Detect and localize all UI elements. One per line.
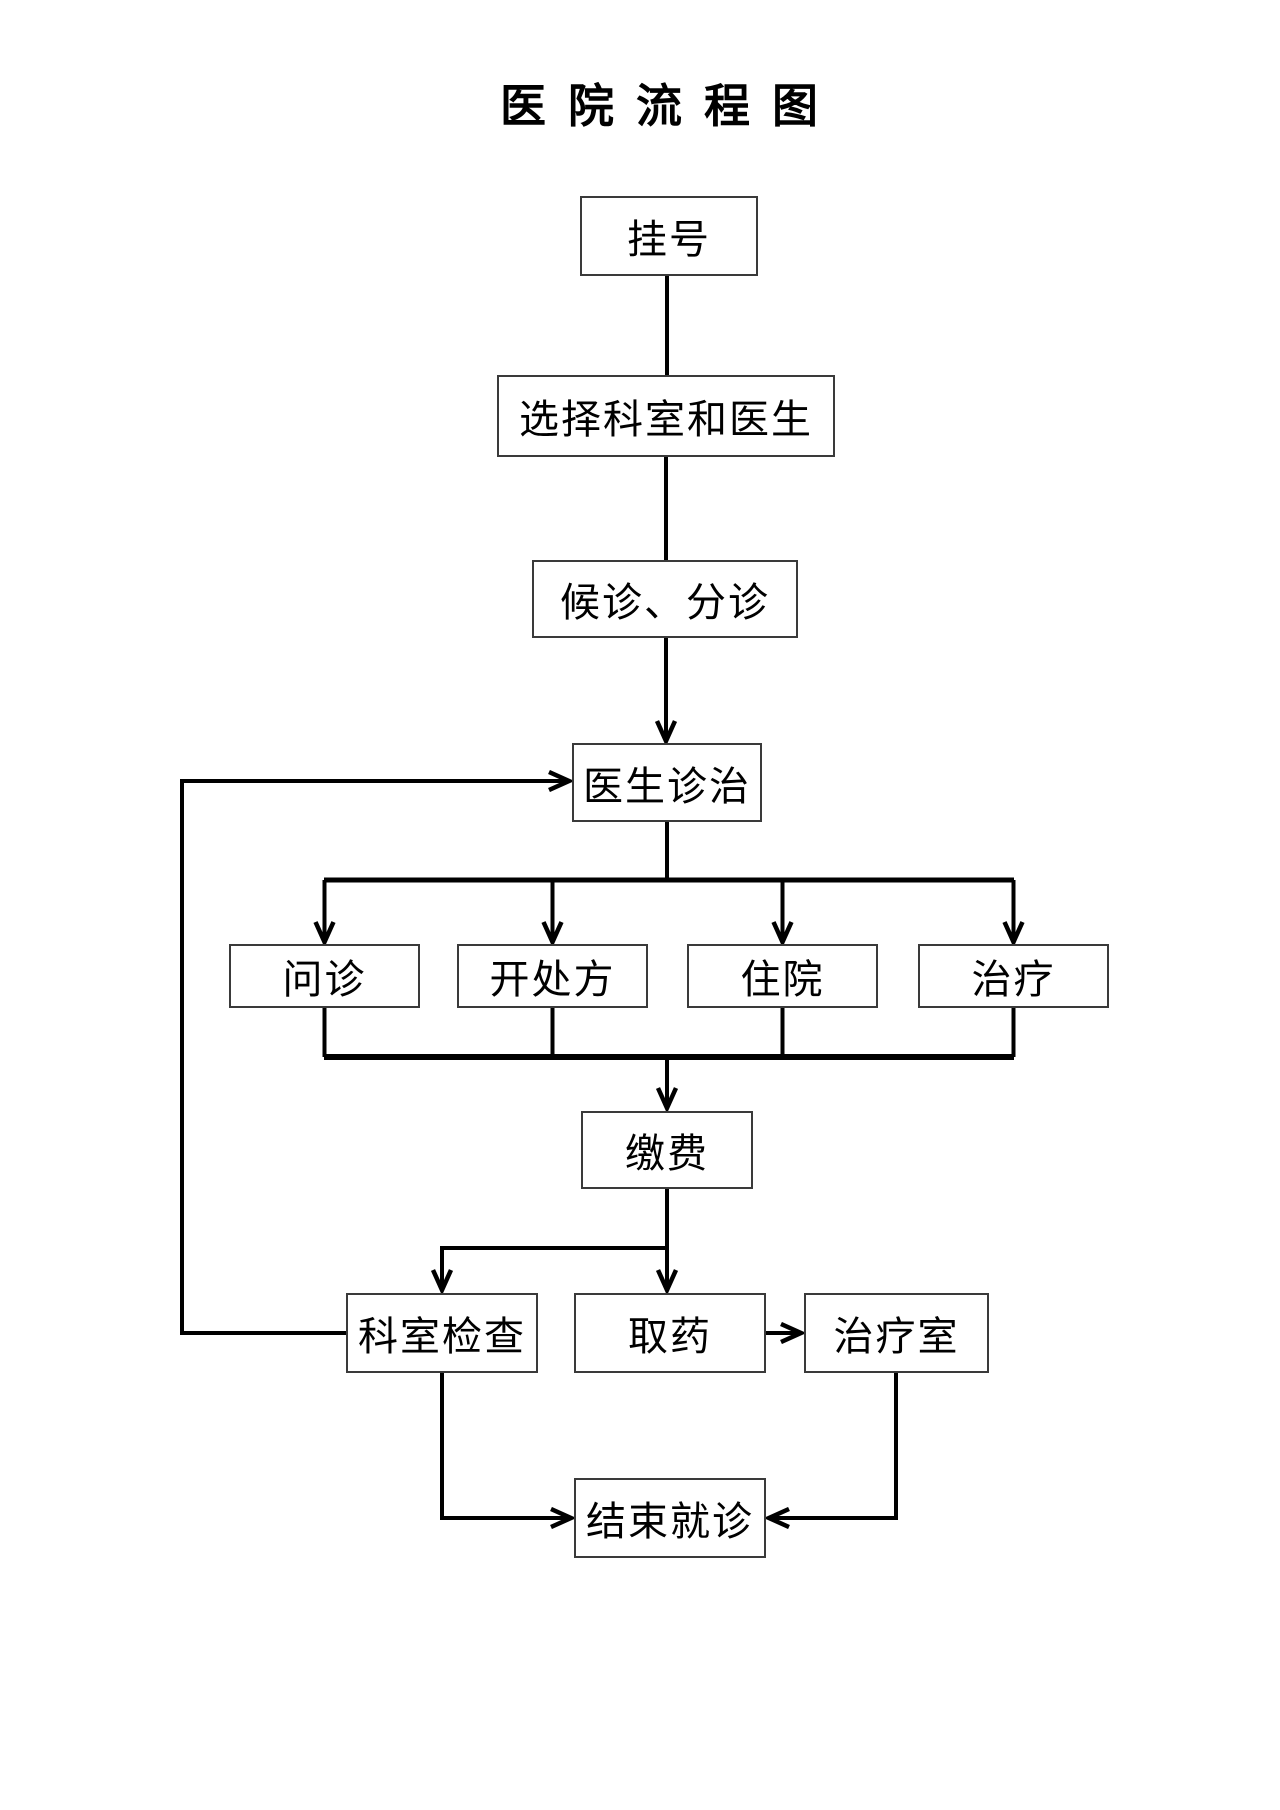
node-choose-dept-doctor-label: 选择科室和医生 <box>519 398 813 442</box>
node-doctor-treatment: 医生诊治 <box>572 743 762 822</box>
node-end-visit: 结束就诊 <box>574 1478 766 1558</box>
node-doctor-treatment-label: 医生诊治 <box>583 764 751 809</box>
edge-treatroom-end <box>770 1373 898 1518</box>
node-pay-fee: 缴费 <box>581 1111 753 1189</box>
page-title: 医院流程图 <box>500 80 840 132</box>
node-wait-triage: 候诊、分诊 <box>532 560 798 638</box>
node-prescribe: 开处方 <box>457 944 648 1008</box>
node-prescribe-label: 开处方 <box>489 958 616 1002</box>
node-pay-fee-label: 缴费 <box>625 1132 709 1176</box>
edge-exam-doctor-feedback <box>180 781 568 1335</box>
node-treatment-room-label: 治疗室 <box>833 1315 960 1359</box>
edge-pay-exam <box>442 1246 667 1289</box>
node-treatment: 治疗 <box>918 944 1109 1008</box>
node-inquiry-label: 问诊 <box>282 958 367 1002</box>
node-get-medicine: 取药 <box>574 1293 766 1373</box>
edge-exam-end <box>440 1373 570 1518</box>
node-dept-exam: 科室检查 <box>346 1293 538 1373</box>
node-get-medicine-label: 取药 <box>628 1315 712 1359</box>
node-end-visit-label: 结束就诊 <box>586 1500 754 1544</box>
node-choose-dept-doctor: 选择科室和医生 <box>497 375 835 457</box>
node-hospitalize-label: 住院 <box>740 958 825 1002</box>
node-register-label: 挂号 <box>627 218 711 262</box>
node-treatment-label: 治疗 <box>971 958 1056 1002</box>
node-register: 挂号 <box>580 196 758 276</box>
node-wait-triage-label: 候诊、分诊 <box>560 581 770 625</box>
node-hospitalize: 住院 <box>687 944 878 1008</box>
node-treatment-room: 治疗室 <box>804 1293 989 1373</box>
node-dept-exam-label: 科室检查 <box>358 1315 526 1359</box>
node-inquiry: 问诊 <box>229 944 420 1008</box>
